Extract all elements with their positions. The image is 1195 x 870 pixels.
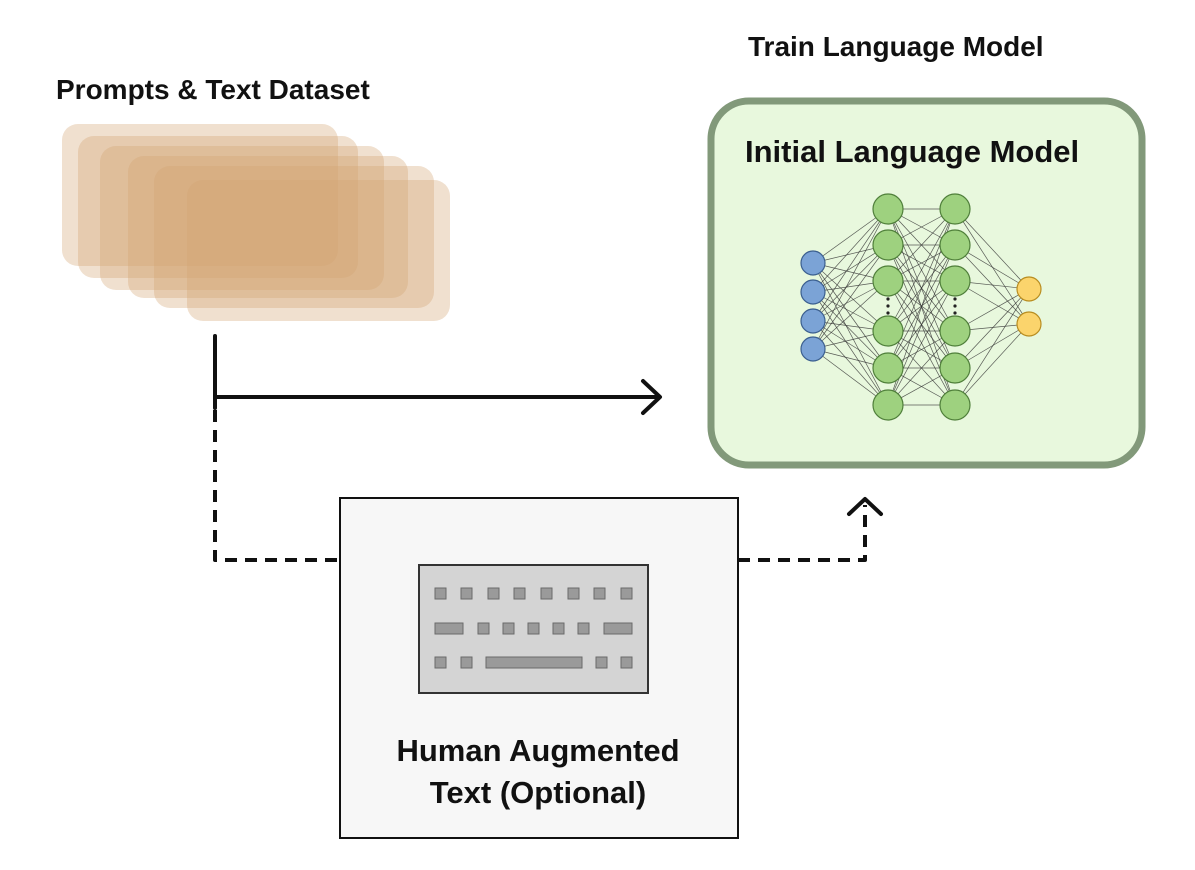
- network-edge: [954, 208, 1030, 325]
- network-edge: [812, 291, 889, 406]
- network-edge: [954, 208, 1030, 290]
- model-title: Initial Language Model: [745, 134, 1080, 169]
- network-edge: [812, 320, 889, 406]
- keyboard-icon: [418, 564, 649, 694]
- network-edge: [812, 348, 889, 406]
- network-edge: [812, 208, 889, 322]
- output-neuron: [1016, 276, 1042, 302]
- network-edge: [812, 262, 889, 369]
- dataset-card: [187, 180, 450, 321]
- network-edge: [887, 208, 956, 282]
- network-edge: [812, 280, 889, 350]
- ellipsis-dot: [886, 311, 890, 315]
- dataset-card: [78, 136, 358, 278]
- network-edge: [812, 262, 889, 406]
- dataset-card: [154, 166, 434, 308]
- hidden-neuron: [872, 265, 904, 297]
- hidden-neuron: [939, 193, 971, 225]
- human-augmented-line1: Human Augmented: [396, 733, 680, 768]
- hidden-neuron: [872, 193, 904, 225]
- input-neuron: [800, 336, 826, 362]
- network-edge: [812, 208, 889, 293]
- hidden-neuron: [939, 389, 971, 421]
- hidden-neuron: [872, 229, 904, 261]
- network-edge: [887, 330, 956, 406]
- human-augmented-label: Human Augmented Text (Optional): [340, 730, 736, 814]
- dashed-arrow: [213, 410, 867, 562]
- dataset-title: Prompts & Text Dataset: [56, 74, 370, 105]
- neural-network-icon: [800, 193, 1042, 421]
- hidden-neuron: [872, 352, 904, 384]
- ellipsis-dot: [953, 297, 957, 301]
- train-title: Train Language Model: [748, 31, 1044, 62]
- network-edge: [887, 208, 956, 332]
- network-edge: [812, 291, 889, 369]
- hidden-neuron: [872, 315, 904, 347]
- network-edge: [954, 323, 1030, 406]
- dataset-card: [128, 156, 408, 298]
- hidden-neuron: [939, 229, 971, 261]
- ellipsis-dot: [886, 297, 890, 301]
- hidden-neuron: [939, 352, 971, 384]
- input-neuron: [800, 308, 826, 334]
- dataset-stack-icon: [62, 124, 450, 321]
- output-neuron: [1016, 311, 1042, 337]
- network-edge: [812, 208, 889, 350]
- ellipsis-dot: [886, 304, 890, 308]
- dataset-card: [62, 124, 338, 266]
- network-edge: [954, 288, 1030, 369]
- hidden-neuron: [939, 315, 971, 347]
- hidden-neuron: [939, 265, 971, 297]
- network-edge: [954, 244, 1030, 325]
- dataset-card: [100, 146, 384, 290]
- ellipsis-dot: [953, 311, 957, 315]
- network-edge: [812, 244, 889, 350]
- human-augmented-line2: Text (Optional): [429, 775, 647, 810]
- arrow-head-right-icon: [641, 379, 662, 415]
- network-edge: [812, 244, 889, 322]
- ellipsis-dot: [953, 304, 957, 308]
- input-neuron: [800, 250, 826, 276]
- arrow-head-up-icon: [847, 497, 883, 516]
- network-edge: [954, 288, 1030, 406]
- solid-arrow: [213, 334, 662, 415]
- network-edge: [887, 280, 956, 406]
- language-model-box: [707, 97, 1146, 469]
- input-neuron: [800, 279, 826, 305]
- hidden-neuron: [872, 389, 904, 421]
